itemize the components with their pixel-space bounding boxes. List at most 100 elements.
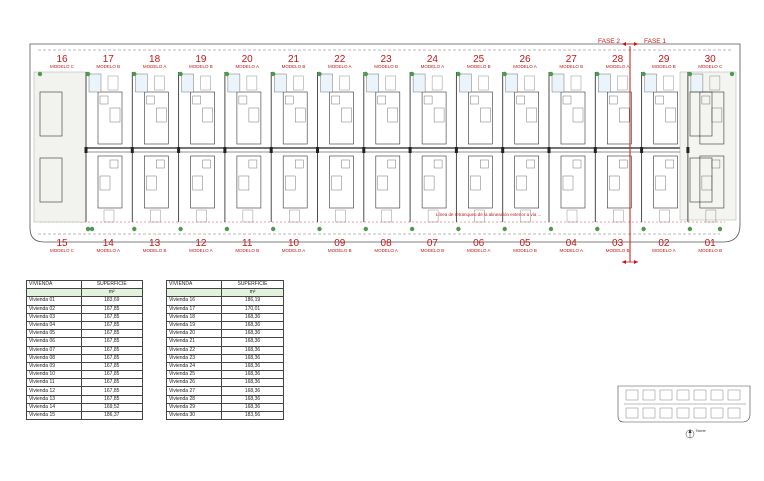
room <box>387 107 398 123</box>
vivienda-name: Vivienda 06 <box>26 337 82 347</box>
unit-model-label: MODELO B <box>559 64 583 69</box>
stair <box>387 159 396 169</box>
car-top <box>339 75 350 91</box>
unit-model-label: MODELO B <box>513 248 537 253</box>
stair <box>423 95 433 105</box>
vivienda-name: Vivienda 11 <box>26 378 82 388</box>
stair <box>701 95 711 105</box>
unit-number-label: 10 <box>288 238 300 249</box>
stair <box>572 159 582 169</box>
house-top <box>560 91 586 145</box>
column <box>547 147 551 153</box>
tree-icon <box>224 226 230 232</box>
vivienda-name: Vivienda 16 <box>166 296 222 306</box>
unit-number-label: 30 <box>705 54 717 65</box>
vivienda-name: Vivienda 14 <box>26 402 82 413</box>
vivienda-area: 168,36 <box>220 329 285 339</box>
unit-number-label: 02 <box>658 238 670 249</box>
phase-divider <box>622 42 638 264</box>
tree-icon <box>456 71 461 77</box>
vivienda-name: Vivienda 05 <box>26 329 82 339</box>
tree-icon <box>89 226 95 232</box>
vivienda-name: Vivienda 21 <box>166 337 222 347</box>
tree-icon <box>502 226 507 232</box>
unit-model-label: MODELO B <box>606 248 630 253</box>
pool <box>505 73 518 93</box>
stair <box>248 159 258 169</box>
tree-icon <box>37 71 43 77</box>
stair <box>470 95 479 105</box>
tree-icon <box>595 71 600 77</box>
unit-model-label: MODELO A <box>235 64 259 69</box>
unit-model-label: MODELO B <box>96 64 120 69</box>
stair <box>526 159 535 169</box>
unit-model-label: MODELO A <box>97 248 121 253</box>
vivienda-name: Vivienda 01 <box>26 296 82 306</box>
car-top <box>709 75 721 91</box>
pool <box>459 73 472 93</box>
vivienda-area: 167,85 <box>80 320 143 331</box>
tree-icon <box>456 226 461 232</box>
column <box>454 147 458 153</box>
house-bottom <box>375 155 401 209</box>
house-top <box>329 91 354 145</box>
vivienda-area: 183,69 <box>80 296 143 306</box>
units-layer <box>37 71 735 232</box>
house-bottom <box>653 155 678 209</box>
unit-model-label: MODELO B <box>189 64 213 69</box>
stair <box>202 159 211 169</box>
house-top <box>514 91 540 145</box>
room <box>248 107 260 123</box>
vivienda-area: 168,36 <box>220 312 285 322</box>
tree-icon <box>85 226 91 232</box>
vivienda-name: Vivienda 09 <box>26 361 82 372</box>
room <box>377 175 388 191</box>
pool <box>181 73 194 93</box>
vivienda-area: 168,36 <box>220 320 285 331</box>
unit-model-label: MODELO A <box>143 64 167 69</box>
vivienda-name: Vivienda 29 <box>166 402 222 413</box>
unit-model-label: MODELO C <box>50 64 75 69</box>
room <box>156 107 167 123</box>
stair <box>238 95 248 105</box>
room <box>665 107 676 123</box>
vivienda-area: 168,36 <box>220 353 285 363</box>
unit-number-label: 11 <box>242 238 253 249</box>
unit-model-label: MODELO A <box>513 64 537 69</box>
key-plan-unit <box>659 407 673 419</box>
room <box>202 107 213 123</box>
pool <box>690 73 704 93</box>
car-bottom <box>520 209 531 223</box>
unit-number-label: 23 <box>381 54 393 65</box>
column <box>177 147 181 153</box>
tree-icon <box>595 226 600 232</box>
vivienda-name: Vivienda 15 <box>26 410 82 421</box>
col-superficie: SUPERFICIE <box>220 279 285 290</box>
unit-number-label: 06 <box>473 238 485 249</box>
room <box>470 175 481 191</box>
tree-icon <box>85 71 91 77</box>
unit-model-label: MODELO B <box>143 248 167 253</box>
phase-1-label: FASE 1 <box>644 38 666 45</box>
tree-icon <box>687 226 693 232</box>
unit-model-label: MODELO B <box>235 248 259 253</box>
car-bottom <box>381 209 392 223</box>
pool <box>227 73 241 93</box>
unit-number-label: 04 <box>566 238 578 249</box>
room <box>109 107 121 123</box>
unit-model-label: MODELO B <box>282 64 306 69</box>
room <box>423 175 435 191</box>
car-bottom <box>335 209 346 223</box>
pool <box>88 73 102 93</box>
